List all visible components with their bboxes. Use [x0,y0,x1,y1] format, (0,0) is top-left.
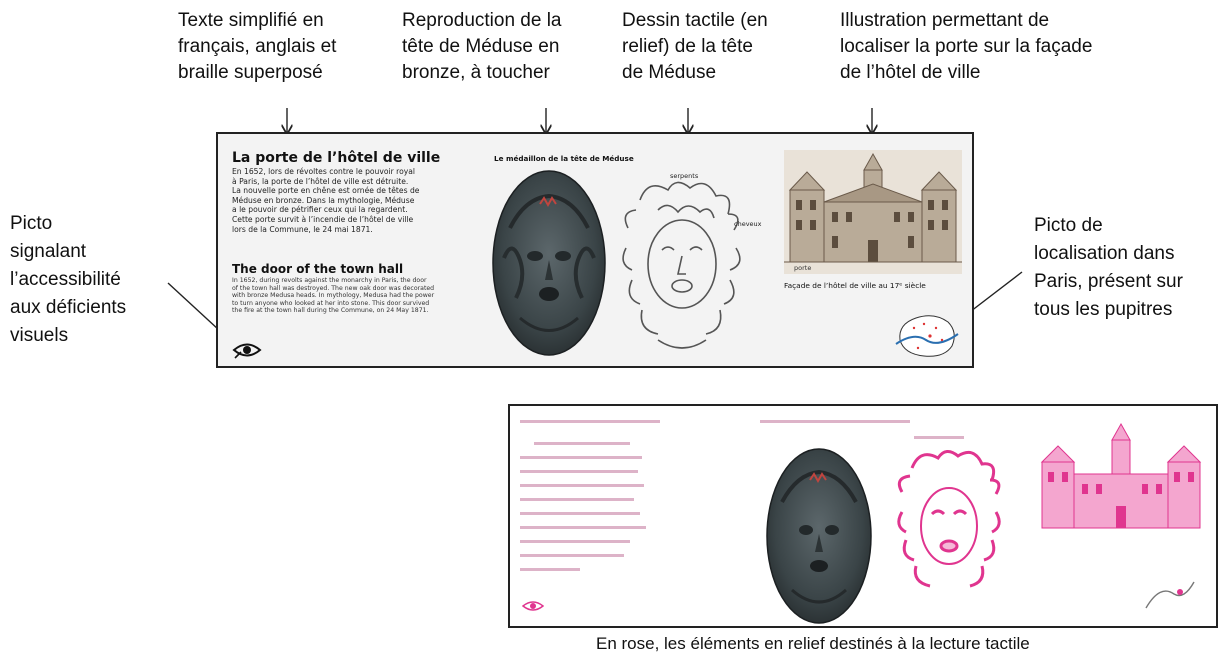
body-fr-line: La nouvelle porte en chêne est ornée de … [232,186,420,196]
annotation-text-line: braille superposé [178,62,323,83]
paris-map-icon [1145,581,1195,609]
label-porte: porte [794,264,812,272]
annotation-text: Texte simplifié en français, anglais et … [178,8,336,86]
eye-icon [522,601,544,611]
facade-caption: Façade de l’hôtel de ville au 17ᵉ siècle [784,281,926,290]
annotation-bronze-line: Reproduction de la [402,10,562,31]
body-fr-line: lors de la Commune, le 24 mai 1871. [232,224,373,234]
eye-icon [232,343,262,359]
bronze-medusa-image [492,170,606,356]
tactile-caption: En rose, les éléments en relief destinés… [596,634,1030,653]
annotation-picto-left-line: l’accessibilité [10,269,121,290]
annotation-picto-left: Picto signalant l’accessibilité aux défi… [10,210,126,350]
tactile-medusa-pink [897,450,1001,588]
body-en-line: the fire at the town hall during the Com… [232,307,429,315]
annotation-picto-right-line: Picto de [1034,215,1103,236]
annotation-picto-left-line: visuels [10,325,69,346]
body-en-line: to turn anyone who looked at her into st… [232,299,430,307]
annotation-illustration-line: de l’hôtel de ville [840,62,981,83]
panel-body-fr: En 1652, lors de révoltes contre le pouv… [232,167,472,234]
annotation-picto-right-line: Paris, présent sur [1034,271,1183,292]
annotation-tactile-line: Dessin tactile (en [622,10,768,31]
body-en-line: In 1652, during revolts against the mona… [232,277,427,284]
annotation-picto-left-line: Picto [10,213,53,234]
body-fr-line: Cette porte survit à l’incendie de l’hôt… [232,214,414,224]
panel-body-en: In 1652, during revolts against the mona… [232,277,482,315]
facade-pink-illustration [1040,422,1202,529]
annotation-illustration: Illustration permettant de localiser la … [840,8,1092,86]
tactile-panel [508,404,1218,628]
body-en-line: with bronze Medusa heads. In mythology, … [232,292,435,300]
bronze-medusa-image [766,448,872,624]
annotation-picto-left-line: signalant [10,241,87,262]
body-fr-line: a le pouvoir de pétrifier ceux qui la re… [232,205,408,215]
medallion-title: Le médaillon de la tête de Méduse [494,154,634,163]
annotation-bronze: Reproduction de la tête de Méduse en bro… [402,8,562,86]
annotation-text-line: Texte simplifié en [178,10,324,31]
tactile-medusa-drawing [622,181,741,349]
annotation-illustration-line: localiser la porte sur la façade [840,36,1093,57]
annotation-tactile-line: relief) de la tête [622,36,753,57]
annotation-text-line: français, anglais et [178,36,337,57]
signage-panel: La porte de l’hôtel de ville En 1652, lo… [216,132,974,368]
panel-title-fr: La porte de l’hôtel de ville [232,150,441,166]
annotation-bronze-line: tête de Méduse en [402,36,560,57]
paris-map-icon [895,315,959,357]
panel-title-en: The door of the town hall [232,262,404,276]
annotation-picto-left-line: aux déficients [10,297,127,318]
annotation-tactile-line: de Méduse [622,62,717,83]
braille-text-dots [520,420,660,571]
annotation-picto-right-line: tous les pupitres [1034,299,1173,320]
annotation-picto-right-line: localisation dans [1034,243,1175,264]
label-cheveux: cheveux [734,220,762,228]
body-fr-line: à Paris, la porte de l’hôtel de ville es… [232,176,409,186]
facade-illustration [784,150,962,274]
braille-label-dots [914,436,964,439]
body-fr-line: Méduse en bronze. Dans la mythologie, Mé… [232,195,415,205]
annotation-tactile: Dessin tactile (en relief) de la tête de… [622,8,768,86]
annotation-bronze-line: bronze, à toucher [402,62,550,83]
annotation-illustration-line: Illustration permettant de [840,10,1050,31]
body-en-line: of the town hall was destroyed. The new … [232,284,435,292]
label-serpents: serpents [670,172,699,180]
braille-title-dots [760,420,910,423]
annotation-picto-right: Picto de localisation dans Paris, présen… [1034,212,1183,324]
body-fr-line: En 1652, lors de révoltes contre le pouv… [232,167,415,176]
